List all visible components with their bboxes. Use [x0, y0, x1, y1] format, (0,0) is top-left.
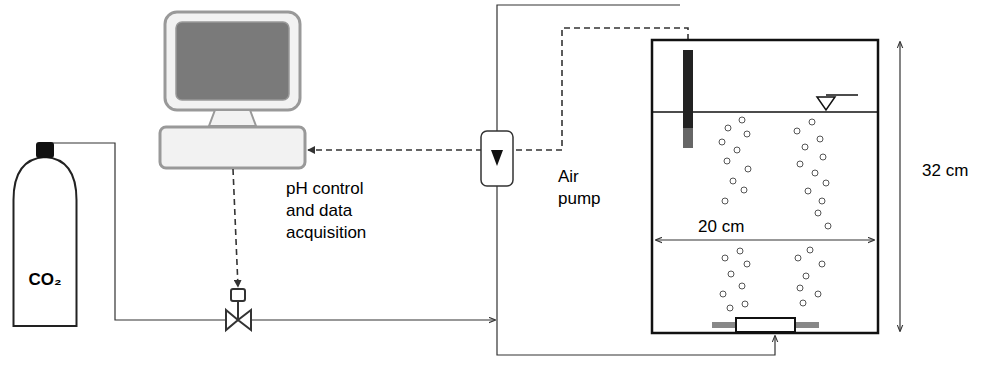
air-bubbles — [719, 117, 831, 311]
reactor-tank — [652, 40, 878, 333]
solenoid-valve — [226, 289, 251, 330]
ph-probe — [683, 50, 693, 148]
pump-label: Air pump — [558, 166, 612, 210]
control-label: pH control and data acquisition — [286, 178, 386, 244]
height-dimension — [899, 42, 900, 331]
cylinder-outline — [12, 140, 78, 328]
computer — [160, 12, 305, 168]
width-dimension — [656, 239, 874, 240]
gas-cylinder: CO₂ — [12, 140, 78, 328]
air-diffuser — [712, 318, 819, 332]
control-signal — [233, 169, 238, 287]
dimension-label: 32 cm — [922, 160, 968, 182]
gas-label: CO₂ — [28, 269, 61, 290]
gas-line — [251, 319, 495, 320]
dimension-label: 20 cm — [696, 216, 746, 238]
flow-meter — [481, 131, 513, 186]
